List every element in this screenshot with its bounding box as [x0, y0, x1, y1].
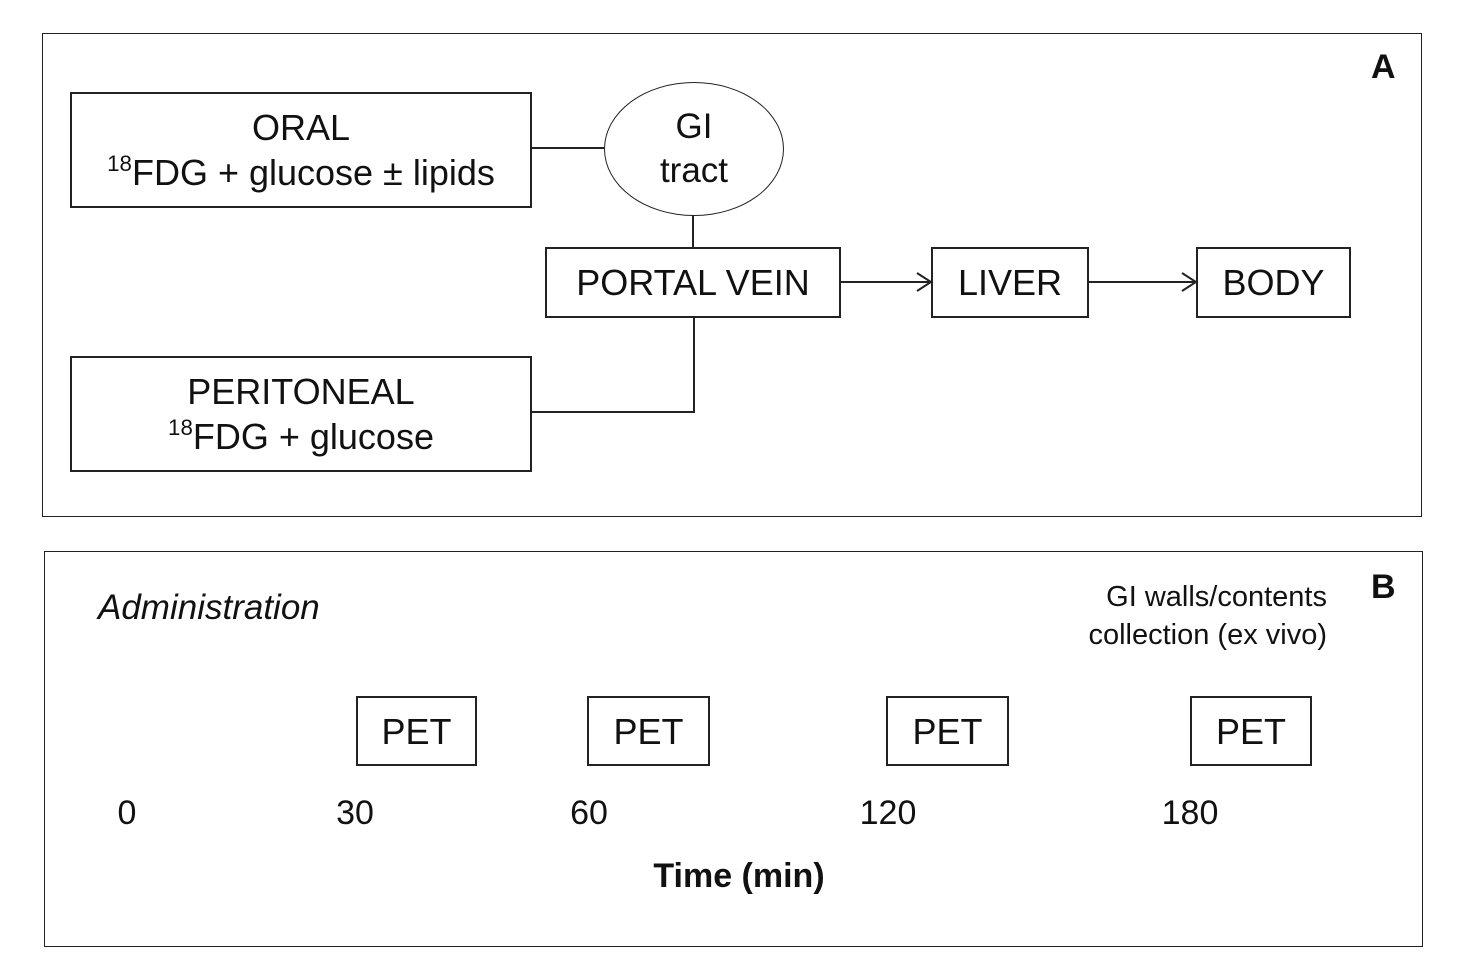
portal-vein-box: PORTAL VEIN: [545, 247, 841, 318]
body-box: BODY: [1196, 247, 1351, 318]
oral-formula: 18FDG + glucose ± lipids: [107, 150, 495, 195]
oral-formula-text: FDG + glucose ± lipids: [131, 152, 495, 193]
x-axis-label: Time (min): [653, 857, 825, 895]
gi-tract-line2: tract: [659, 151, 729, 190]
pet-box-30: PET: [356, 696, 477, 766]
peritoneal-box: PERITONEAL 18FDG + glucose: [70, 356, 532, 472]
tick-label-30: 30: [336, 794, 374, 832]
peritoneal-formula: 18FDG + glucose: [168, 414, 434, 459]
oral-isotope-superscript: 18: [107, 151, 132, 177]
tick-label-180: 180: [1161, 794, 1219, 832]
collection-label-line1: GI walls/contents: [1106, 581, 1327, 613]
tick-label-120: 120: [859, 794, 917, 832]
peritoneal-title: PERITONEAL: [187, 371, 415, 412]
panel-b-letter: B: [1371, 568, 1396, 606]
panel-a-letter: A: [1371, 48, 1396, 86]
gi-tract-line1: GI: [675, 106, 713, 146]
peritoneal-formula-text: FDG + glucose: [192, 416, 434, 457]
administration-label: Administration: [98, 588, 320, 627]
tick-label-0: 0: [117, 794, 137, 832]
pet-box-120: PET: [886, 696, 1009, 766]
tick-label-60: 60: [570, 794, 608, 832]
peritoneal-isotope-superscript: 18: [168, 415, 193, 441]
oral-box: ORAL 18FDG + glucose ± lipids: [70, 92, 532, 208]
collection-label: GI walls/contents collection (ex vivo): [1040, 578, 1327, 654]
peritoneal-to-portal-line: [532, 317, 695, 413]
gi-tract-ellipse: GI tract: [604, 82, 784, 216]
oral-title: ORAL: [251, 107, 351, 148]
collection-label-line2: collection (ex vivo): [1088, 619, 1327, 651]
pet-box-180: PET: [1190, 696, 1312, 766]
liver-box: LIVER: [931, 247, 1089, 318]
pet-box-60: PET: [587, 696, 710, 766]
